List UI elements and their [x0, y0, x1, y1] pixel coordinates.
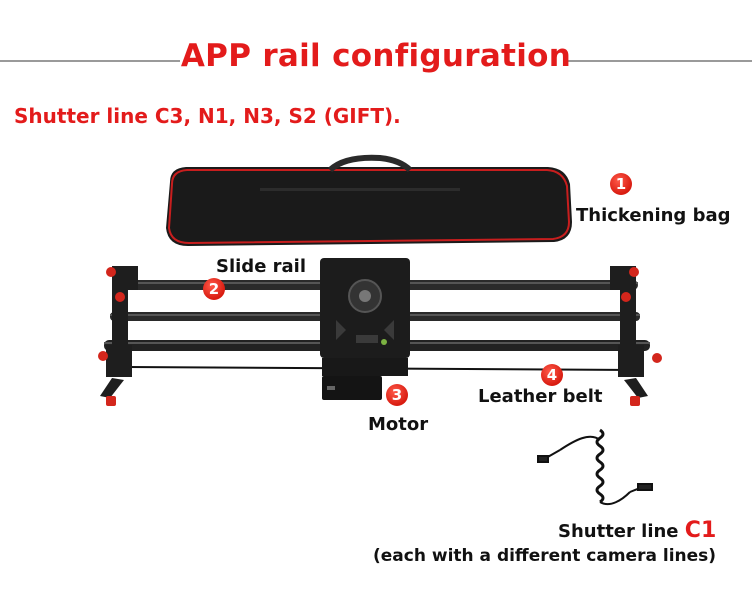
- gift-subtitle: Shutter line C3, N1, N3, S2 (GIFT).: [14, 104, 401, 128]
- callout-number-2: 2: [203, 278, 225, 300]
- callout-label-thickening-bag: Thickening bag: [576, 205, 731, 226]
- shutter-cable-image: [537, 428, 653, 506]
- thickening-bag-image: [166, 154, 572, 246]
- shutter-line-note: (each with a different camera lines): [373, 546, 717, 566]
- callout-number-3: 3: [386, 384, 408, 406]
- shutter-line-label: Shutter line: [558, 521, 679, 542]
- callout-number-1: 1: [610, 173, 632, 195]
- callout-label-leather-belt: Leather belt: [478, 386, 603, 407]
- title-rule-left: [0, 60, 180, 62]
- page-title: APP rail configuration: [180, 38, 572, 74]
- shutter-line-code: C1: [684, 518, 717, 543]
- motor-carriage-image: [320, 258, 410, 400]
- callout-label-slide-rail: Slide rail: [216, 256, 307, 277]
- callout-number-4: 4: [541, 364, 563, 386]
- callout-label-motor: Motor: [368, 414, 429, 435]
- shutter-line-caption: Shutter line C1: [558, 518, 716, 543]
- title-rule-right: [566, 60, 752, 62]
